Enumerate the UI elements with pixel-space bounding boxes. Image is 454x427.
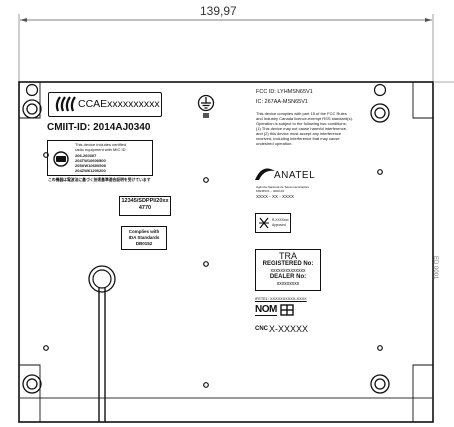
tra-registered-value: xxxxxxxxxxxxxx xyxy=(270,268,306,274)
anatel-subtitle: Agência Nacional de Telecomunicações MSN… xyxy=(256,185,309,193)
approval-label-box xyxy=(255,213,291,233)
japan-code: 205XW10600500 xyxy=(75,163,106,168)
japan-header: This device includes certified radio equ… xyxy=(75,142,126,152)
anatel-subtitle-line: Agência Nacional de Telecomunicações xyxy=(256,185,309,189)
ida-label-box xyxy=(121,226,167,250)
approval-line: R-XXXXxxx xyxy=(272,218,289,222)
approval-label: R-XXXXxxx Approved xyxy=(272,218,289,228)
anatel-brand: ANATEL xyxy=(274,170,316,181)
japan-mic-label xyxy=(47,140,153,176)
approval-mark-icon xyxy=(259,217,269,229)
fcc-statement-line: undesired operation. xyxy=(256,141,293,146)
anatel-subtitle-line: MSN65V1 – 0000-00 xyxy=(256,189,285,193)
japan-code: 206-260307 xyxy=(75,153,97,158)
ida-line: IDA Standards xyxy=(128,235,160,240)
ida-label: Complies with IDA Standards DB0152 xyxy=(121,229,167,247)
sdppi-line: 12345/SDPPI/20xx xyxy=(121,198,169,204)
nom-label: NOM xyxy=(255,304,277,316)
nom-mark-icon xyxy=(280,304,294,316)
fcc-statement-line: Operation is subject to the following tw… xyxy=(256,121,347,126)
japan-footer: この機器は電波法に基づく技術基準適合証明を受けています xyxy=(48,178,151,182)
ida-line: DB0152 xyxy=(135,241,153,246)
cnc-mark: CNC xyxy=(255,326,268,332)
japan-codes: 206-260307 204TW10600500 205XW10600500 2… xyxy=(75,153,106,173)
tra-label: TRA REGISTERED No: xxxxxxxxxxxxxx DEALER… xyxy=(255,251,321,287)
tra-title: TRA xyxy=(279,251,297,261)
ccae-logo-icon xyxy=(55,96,76,112)
fcc-statement-line: received, including interference that ma… xyxy=(256,136,340,141)
tra-dealer-value: xxxxxxxxx xyxy=(276,281,300,287)
fcc-statement-line: This device complies with part 15 of the… xyxy=(256,111,347,116)
cmiit-id: CMIIT-ID: 2014AJ0340 xyxy=(47,122,151,133)
anatel-code: XXXX - XX - XXXX xyxy=(256,194,295,199)
ccae-label-box xyxy=(48,92,162,117)
fcc-statement-line: and (2) this device must accept any inte… xyxy=(256,131,342,136)
japan-header-line: radio equipment with MIC ID xyxy=(75,147,126,152)
tra-registered-label: REGISTERED No: xyxy=(262,261,314,267)
dimension-label: 139,97 xyxy=(200,4,237,18)
sdppi-label-box xyxy=(119,196,171,216)
ccae-label: CCAExxxxxxxxxx xyxy=(78,98,160,110)
fcc-statement: This device complies with part 15 of the… xyxy=(256,111,364,146)
side-text: ED 0001 xyxy=(432,256,438,280)
fcc-statement-line: (1) This device may not cause harmful in… xyxy=(256,126,348,131)
ic-id: IC: 267AA-MSN65V1 xyxy=(256,99,308,105)
ground-icon xyxy=(197,94,215,118)
japan-code: 204TW10600500 xyxy=(75,158,106,163)
sdppi-label: 12345/SDPPI/20xx 4770 xyxy=(119,198,171,211)
ifetel-label: IFETEL: XXXXXXXXXX-XXXX xyxy=(255,297,307,301)
sdppi-line: 4770 xyxy=(138,204,152,211)
japan-giteki-icon xyxy=(53,151,69,167)
tra-dealer-label: DEALER No: xyxy=(269,274,307,280)
ida-line: Complies with xyxy=(128,229,160,234)
anatel-logo-icon xyxy=(255,168,275,180)
japan-code: 204ZW61200200 xyxy=(75,168,106,173)
cnc-code: X-XXXXX xyxy=(269,324,309,334)
tra-label-box xyxy=(255,249,321,291)
japan-header-line: This device includes certified xyxy=(75,142,127,147)
fcc-id: FCC ID: LYHMSN65V1 xyxy=(256,89,313,95)
approval-line: Approved xyxy=(272,223,286,227)
fcc-statement-line: and Industry Canada licence-exempt RSS s… xyxy=(256,116,353,121)
